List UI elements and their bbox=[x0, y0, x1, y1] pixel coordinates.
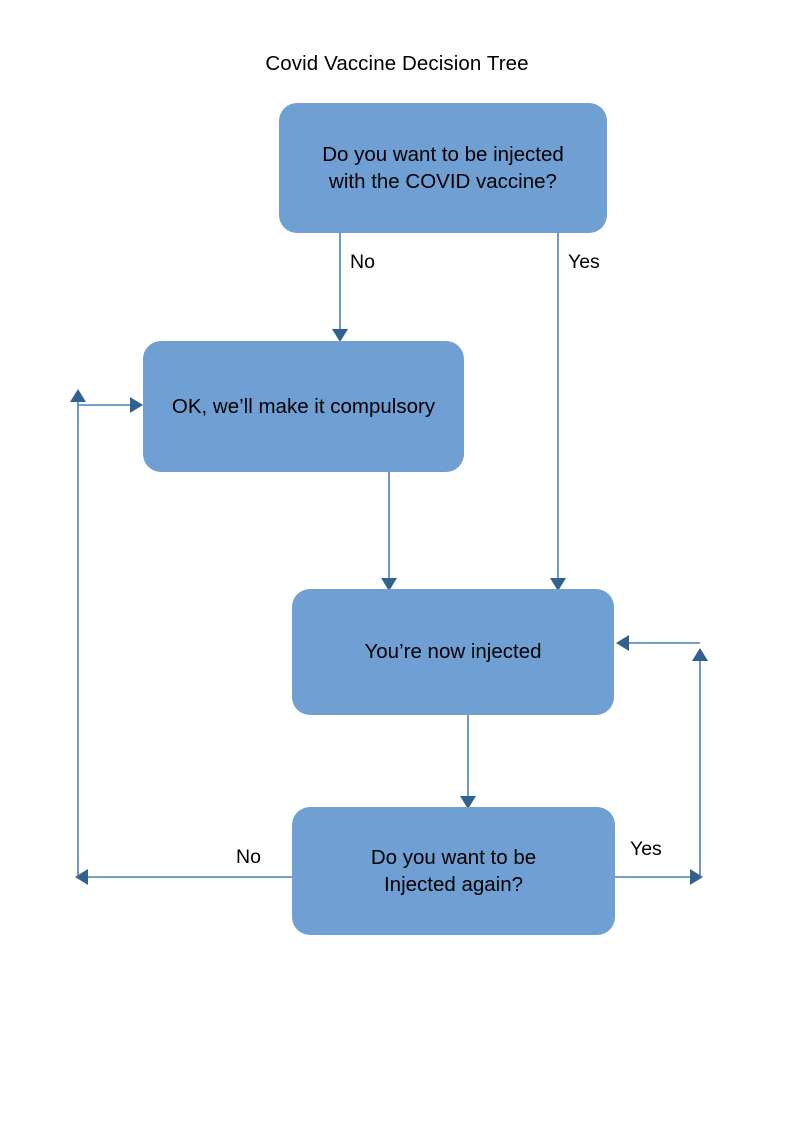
node-question-initial-label: Do you want to be injected with the COVI… bbox=[322, 142, 564, 193]
diagram-title: Covid Vaccine Decision Tree bbox=[265, 52, 529, 75]
connector-initial-no bbox=[332, 233, 348, 342]
connector-compulsory-to-injected bbox=[381, 472, 397, 591]
edge-label-initial-yes: Yes bbox=[568, 251, 600, 273]
connector-again-no bbox=[70, 389, 292, 885]
connector-initial-yes bbox=[550, 233, 566, 591]
node-question-again-label: Do you want to be Injected again? bbox=[370, 845, 537, 896]
connector-again-yes bbox=[615, 635, 708, 885]
node-compulsory-label: OK, we’ll make it compulsory bbox=[171, 394, 436, 418]
node-injected-label: You’re now injected bbox=[364, 640, 542, 664]
edge-label-initial-no: No bbox=[350, 251, 375, 273]
node-question-initial[interactable]: Do you want to be injected with the COVI… bbox=[279, 103, 607, 233]
edge-label-again-no: No bbox=[236, 846, 261, 868]
node-injected[interactable]: You’re now injected bbox=[292, 589, 614, 715]
node-compulsory[interactable]: OK, we’ll make it compulsory bbox=[143, 341, 464, 472]
connector-injected-to-again bbox=[460, 715, 476, 809]
node-question-again[interactable]: Do you want to be Injected again? bbox=[292, 807, 615, 935]
edge-label-again-yes: Yes bbox=[630, 838, 662, 860]
